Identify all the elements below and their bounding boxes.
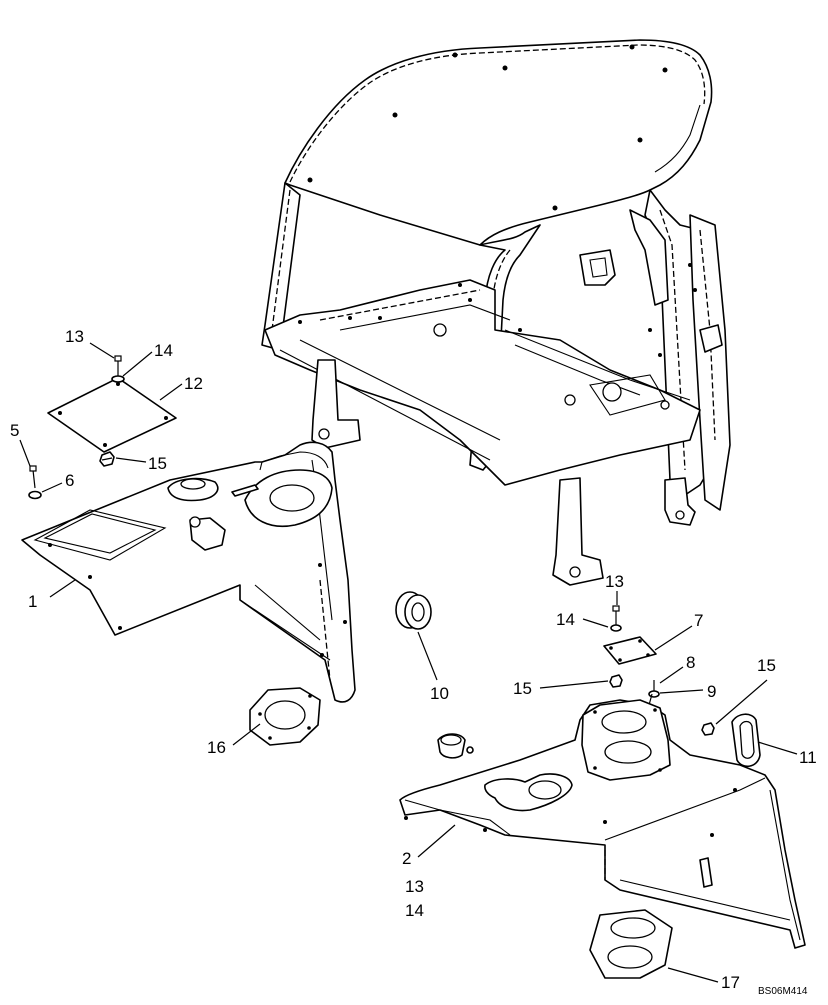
callout-15-right: 15 (757, 656, 776, 675)
callout-2: 2 (402, 849, 411, 868)
callout-13-right: 13 (605, 572, 624, 591)
roof-bolts (307, 44, 668, 211)
callout-11: 11 (799, 748, 817, 767)
callout-5: 5 (10, 421, 19, 440)
part-16-gasket (249, 687, 321, 746)
part-7-cover-plate (603, 636, 657, 665)
part-17-gasket (589, 909, 673, 979)
part-1-left-console (21, 441, 356, 703)
cab-frame (261, 39, 731, 586)
part-15-nut-right (701, 722, 715, 736)
callout-8: 8 (686, 653, 695, 672)
callout-9: 9 (707, 682, 716, 701)
part-11-grommet (731, 713, 761, 768)
callout-15-left: 15 (148, 454, 167, 473)
callout-15-center: 15 (513, 679, 532, 698)
callout-7: 7 (694, 611, 703, 630)
part-13-14-screw-washer-right (610, 605, 622, 632)
callout-2-13: 13 (405, 877, 424, 896)
callout-16: 16 (207, 738, 226, 757)
callout-6: 6 (65, 471, 74, 490)
part-15-nut-left (99, 451, 115, 467)
callout-1: 1 (28, 592, 37, 611)
part-10-grommet (395, 591, 432, 630)
callout-14-left: 14 (154, 341, 173, 360)
callout-12: 12 (184, 374, 203, 393)
callout-14-right: 14 (556, 610, 575, 629)
part-2-right-console (399, 699, 806, 949)
part-15-nut-center (609, 674, 623, 688)
part-5-6-screw-washer (28, 465, 42, 500)
callout-2-14: 14 (405, 901, 424, 920)
callout-13-left: 13 (65, 327, 84, 346)
part-12-cover-plate (47, 377, 177, 453)
leader-lines (19, 342, 798, 983)
callout-17: 17 (721, 973, 740, 992)
drawing-code: BS06M414 (758, 986, 808, 997)
part-13-14-screw-washer-left (111, 355, 125, 383)
callout-labels: 1 2 13 14 5 6 7 8 9 10 11 12 13 14 15 13… (10, 327, 817, 997)
frame-bolts (298, 263, 697, 357)
callout-10: 10 (430, 684, 449, 703)
